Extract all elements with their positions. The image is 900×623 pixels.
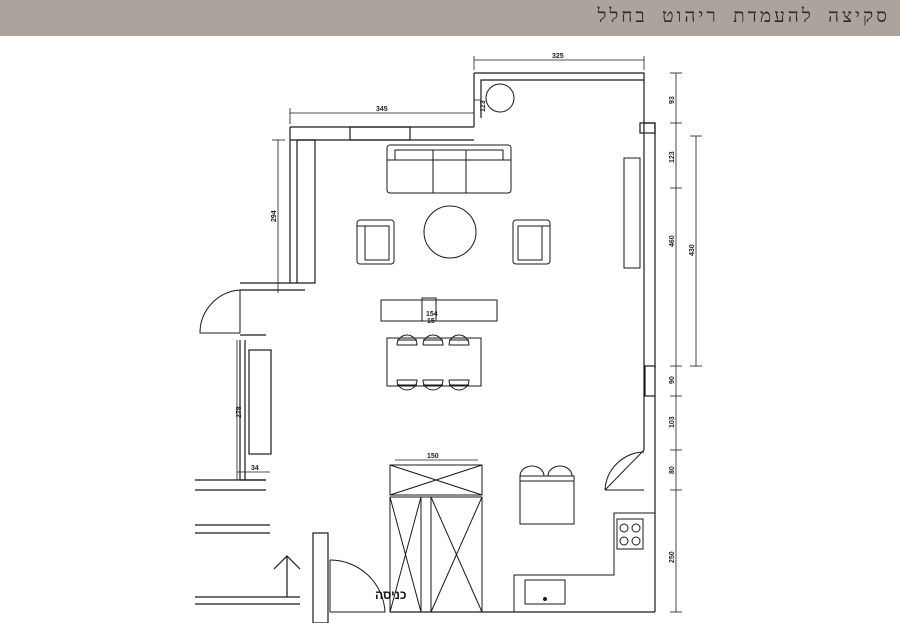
dim-154: 154 [426,311,438,318]
dim-123-right: 123 [669,151,676,163]
dimension-lines [236,56,702,613]
dim-345: 345 [376,106,388,113]
entrance-label: כניסה [375,588,407,602]
dining-bench [380,297,498,322]
dim-278: 278 [236,406,243,418]
dim-80: 80 [669,466,676,474]
armchair-right [512,219,551,265]
dim-123-top: 123 [480,100,487,112]
dining-chairs [396,334,470,391]
dim-150: 150 [427,453,439,460]
dim-103: 103 [669,416,676,428]
dim-250: 250 [669,551,676,563]
dim-93: 93 [669,96,676,104]
floor-plan: 325 345 123 294 278 34 154 15 150 93 123… [195,53,702,623]
entrance-arrow-icon [273,555,301,597]
door-swings [199,289,645,613]
coffee-table [423,205,477,259]
header-bar: סקיצה להעמדת ריהוט בחלל [0,0,900,36]
floor-lamp [485,83,515,113]
armchair-left [356,219,395,265]
dim-15: 15 [427,318,435,325]
side-table-with-chairs [519,465,575,525]
dim-430: 430 [689,244,696,256]
sofa [386,144,512,194]
dim-34: 34 [251,465,259,472]
dim-294: 294 [271,210,278,222]
kitchen-counter [513,512,655,612]
dim-460: 460 [669,235,676,247]
walls [195,72,656,623]
tv-console [623,157,641,269]
page-title: סקיצה להעמדת ריהוט בחלל [597,5,890,27]
dim-325: 325 [552,53,564,60]
dining-table [386,337,482,387]
dim-90: 90 [669,376,676,384]
closet [389,464,483,613]
